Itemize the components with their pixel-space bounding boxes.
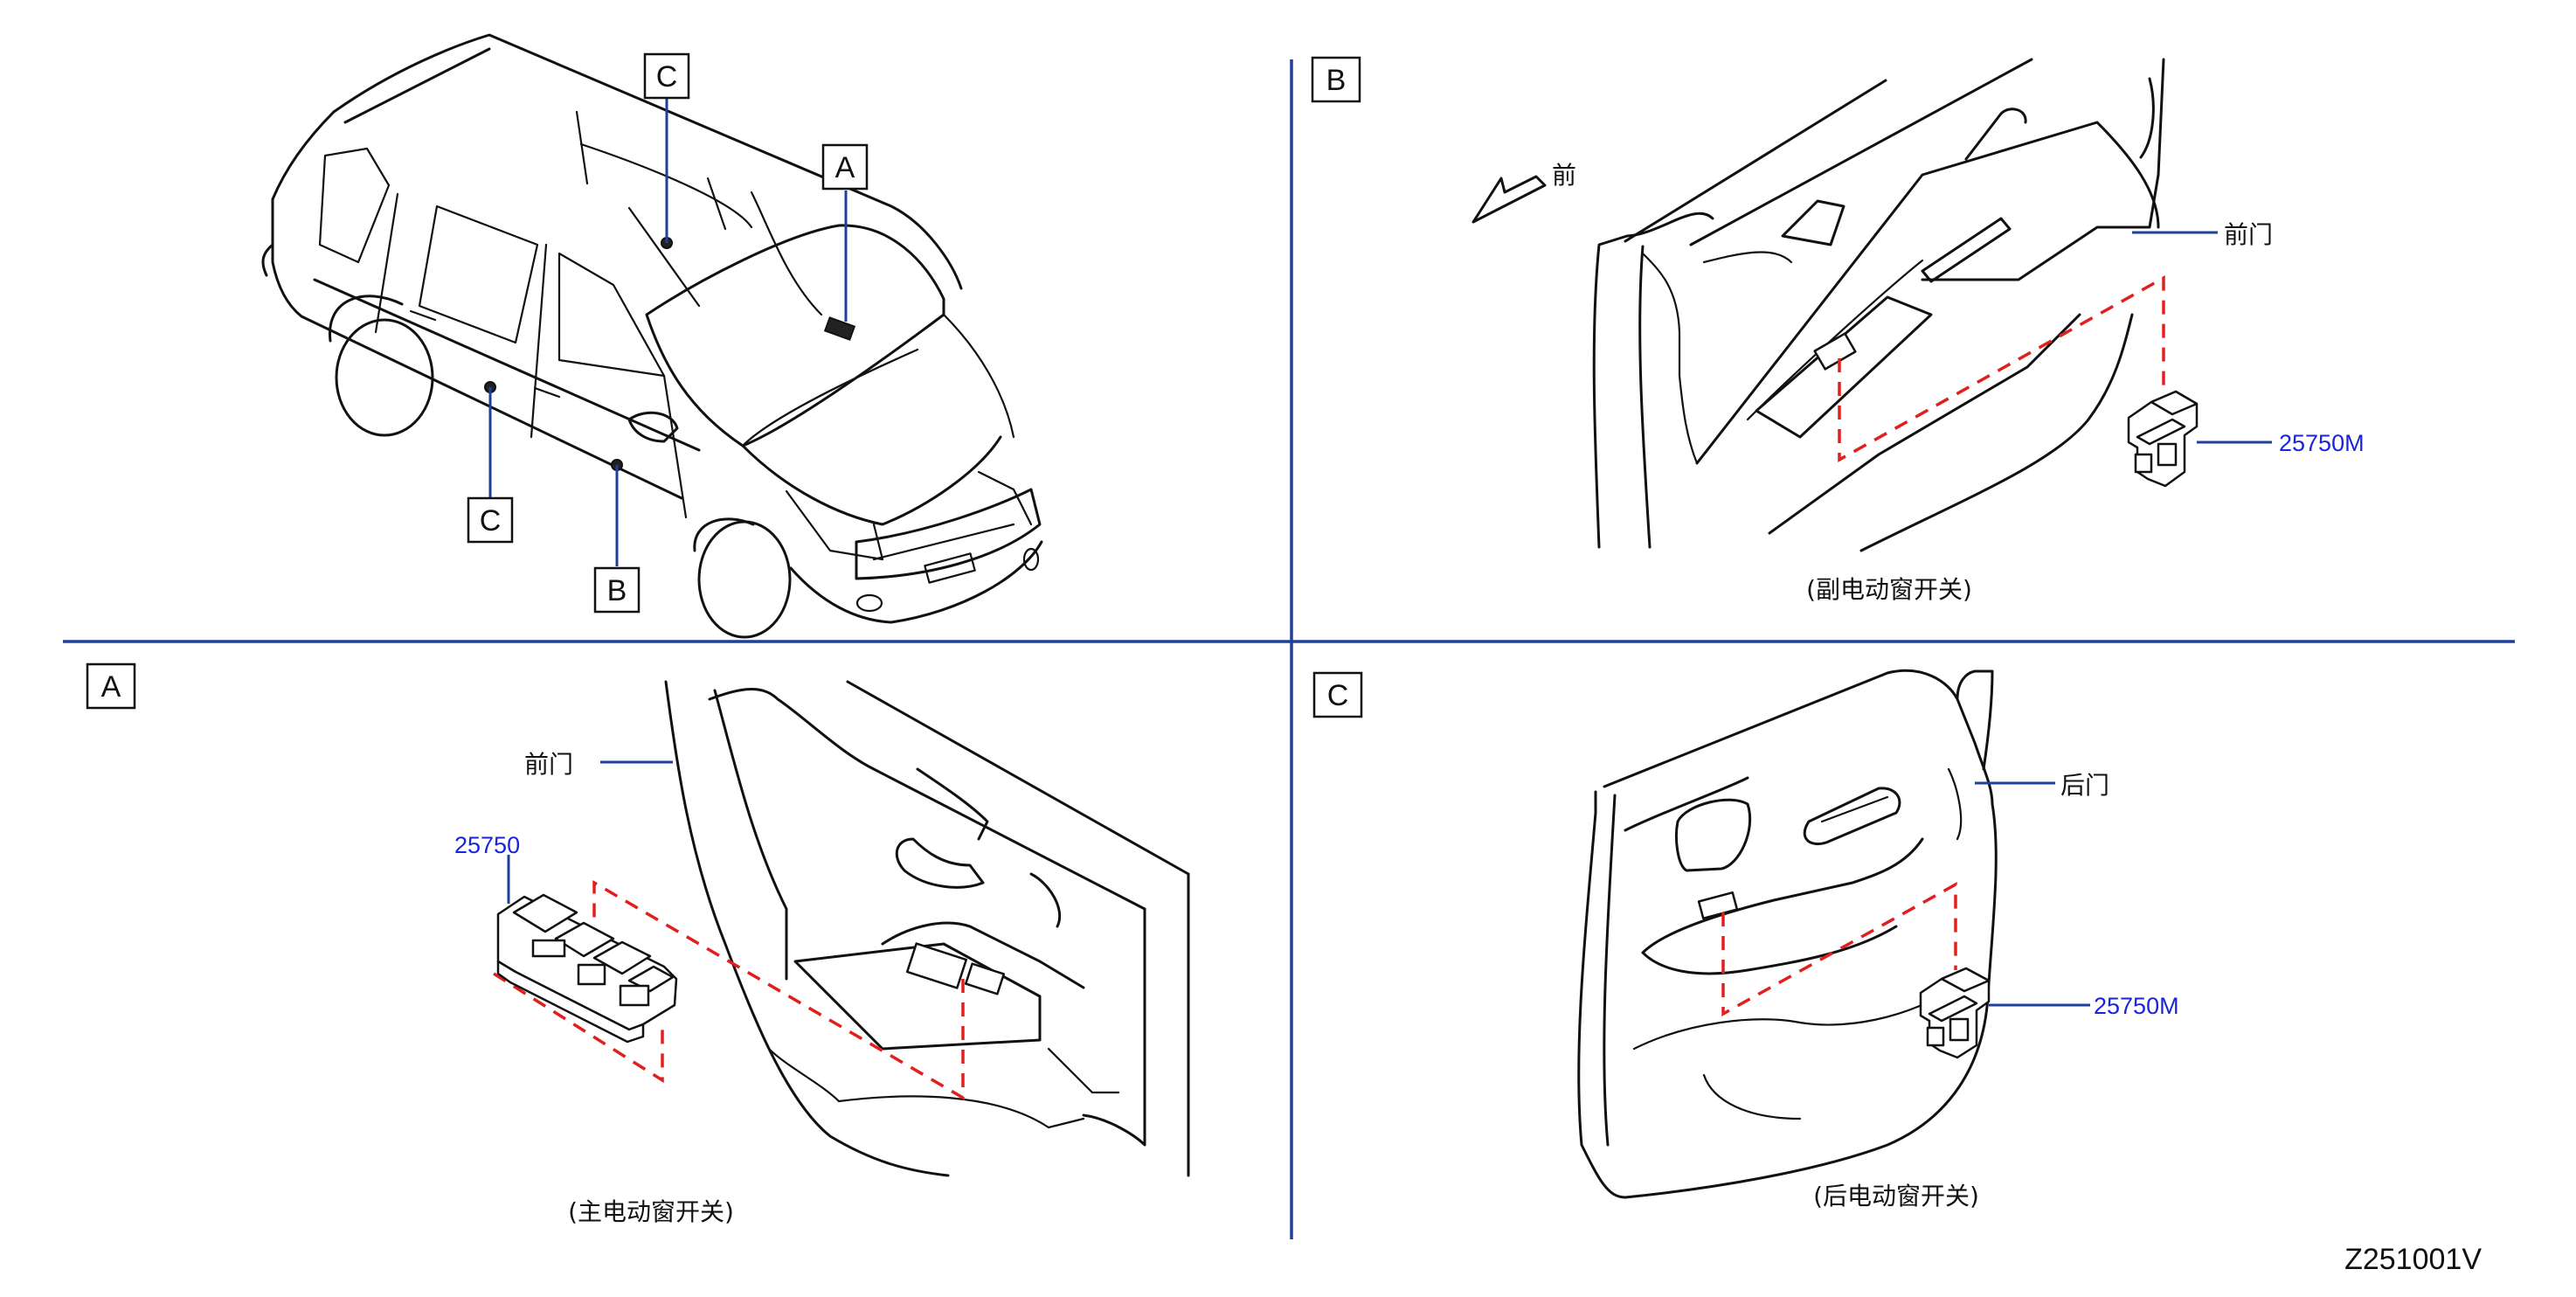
- driver-door-panel: [664, 680, 1190, 1177]
- rear-switch-projection: [1721, 882, 1957, 1016]
- driver-switch-projection-box: [493, 972, 664, 1084]
- main-switch-part: [496, 893, 678, 1044]
- rear-door-panel: [1577, 669, 1998, 1199]
- callout-c-top: C: [643, 52, 690, 100]
- sub-switch-caption: (副电动窗开关): [1806, 575, 1972, 604]
- passenger-switch-projection: [1838, 275, 2165, 462]
- panel-dividers: [63, 59, 2515, 1239]
- main-switch-location: [823, 316, 856, 341]
- callout-c-bottom: C: [467, 496, 514, 544]
- panel-b-passenger-door: B 前: [1311, 56, 2365, 604]
- passenger-switch-in-door: [1813, 332, 1857, 371]
- panel-c-label: C: [1312, 671, 1363, 718]
- rear-switch-in-door: [1697, 891, 1739, 920]
- driver-switch-projection: [592, 879, 965, 1101]
- front-door-label-a: 前门: [524, 750, 573, 779]
- main-switch-caption: (主电动窗开关): [568, 1197, 734, 1226]
- svg-text:B: B: [1326, 64, 1347, 97]
- figure-code: Z251001V: [2344, 1243, 2482, 1276]
- svg-text:C: C: [1327, 679, 1349, 712]
- svg-text:C: C: [480, 504, 502, 538]
- front-direction-arrow: 前: [1472, 161, 1576, 224]
- svg-text:C: C: [656, 60, 678, 94]
- sub-switch-part: [2127, 390, 2199, 488]
- svg-text:A: A: [835, 151, 855, 184]
- callout-b-bottom: B: [593, 566, 641, 614]
- passenger-door-panel: [1592, 58, 2165, 552]
- front-door-label-b: 前门: [2224, 220, 2273, 249]
- vehicle-overview: A C C B: [261, 33, 1043, 639]
- rear-switch-part-number: 25750M: [2094, 993, 2179, 1019]
- panel-b-label: B: [1311, 56, 1361, 103]
- sub-switch-part-number: 25750M: [2279, 430, 2365, 456]
- rear-door-label: 后门: [2060, 771, 2109, 800]
- panel-c-rear-door: C 后门: [1312, 669, 2179, 1210]
- vehicle-illustration: [261, 33, 1043, 639]
- driver-switch-in-door: [905, 942, 968, 989]
- rear-switch-caption: (后电动窗开关): [1813, 1182, 1979, 1210]
- panel-a-driver-door: A 前门: [86, 662, 1190, 1226]
- front-direction-label: 前: [1552, 161, 1576, 190]
- svg-text:B: B: [607, 574, 627, 607]
- callout-a-top: A: [821, 143, 869, 191]
- svg-text:A: A: [101, 670, 121, 704]
- main-switch-part-number: 25750: [454, 832, 520, 858]
- panel-a-label: A: [86, 662, 136, 710]
- rear-switch-part: [1919, 967, 1991, 1059]
